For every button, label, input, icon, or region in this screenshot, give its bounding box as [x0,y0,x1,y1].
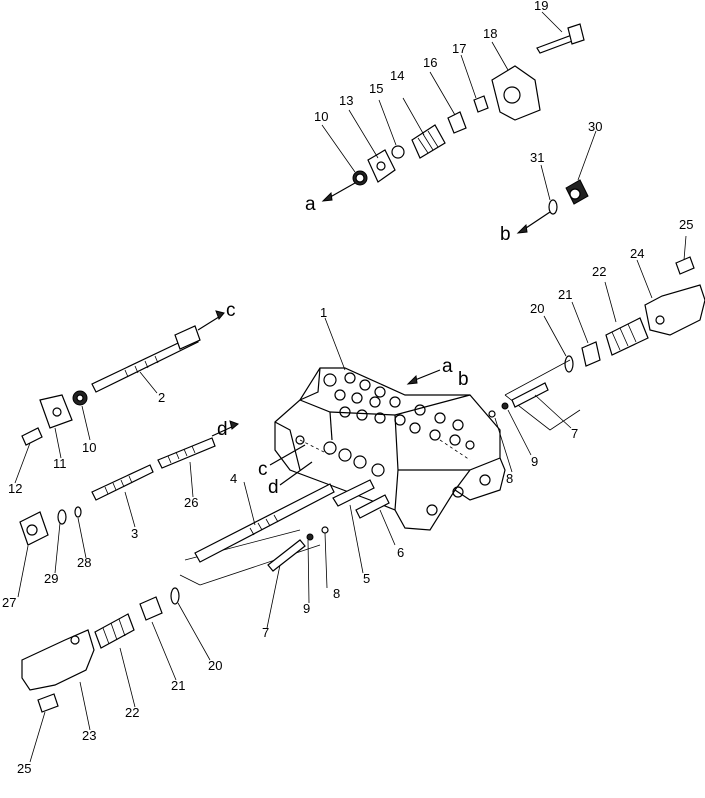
leader-lines [14,11,687,763]
callout-labels: 1 2 3 4 5 6 7 7 8 8 9 9 10 10 11 12 13 1… [2,0,693,776]
callout-7-upper: 7 [571,426,578,441]
letter-d-spool: d [217,419,228,440]
washer-9-upper [501,402,509,410]
callout-17: 17 [452,41,466,56]
callout-23: 23 [82,728,96,743]
callout-24: 24 [630,246,644,261]
letter-a-upper: a [305,194,316,215]
callout-1: 1 [320,305,327,320]
callout-10-left: 10 [82,440,96,455]
callout-6: 6 [397,545,404,560]
left-plate-group [21,390,88,446]
callout-22-lower: 22 [125,705,139,720]
callout-25-lower: 25 [17,761,31,776]
callout-27: 27 [2,595,16,610]
spool-4 [194,483,335,563]
spring-26 [157,437,216,469]
callout-29: 29 [44,571,58,586]
callout-9-lower: 9 [303,601,310,616]
letter-a-body: a [442,356,453,377]
right-cap-group [564,256,705,373]
callout-19: 19 [534,0,548,13]
callout-3: 3 [131,526,138,541]
callout-4: 4 [230,471,237,486]
letter-c-body: c [258,459,268,480]
spool-outline-right [504,359,581,431]
letter-b-body: b [458,369,469,390]
callout-18: 18 [483,26,497,41]
plug-30-group [548,179,589,215]
callout-31: 31 [530,150,544,165]
callout-30: 30 [588,119,602,134]
spool-5 [332,479,375,507]
callout-10-upper: 10 [314,109,328,124]
letter-d-body: d [268,477,279,498]
callout-11: 11 [53,456,67,471]
spool-6 [355,494,390,519]
pilot-group [352,23,585,186]
spool-3 [91,464,154,501]
left-cap-group [21,587,180,713]
flow-arrows [197,182,551,486]
ring-8-upper [488,410,496,418]
letter-b-upper: b [500,224,511,245]
callout-15: 15 [369,81,383,96]
callout-28: 28 [77,555,91,570]
callout-22-upper: 22 [592,264,606,279]
letter-c-spool: c [226,300,236,321]
callout-12: 12 [8,481,22,496]
callout-8-lower: 8 [333,586,340,601]
callout-5: 5 [363,571,370,586]
arrow-letters: a a b b c c d d [217,194,511,498]
callout-26: 26 [184,495,198,510]
callout-20-lower: 20 [208,658,222,673]
callout-7-lower: 7 [262,625,269,640]
callout-8-upper: 8 [506,471,513,486]
plug-27-group [19,506,82,546]
callout-9-upper: 9 [531,454,538,469]
callout-25-upper: 25 [679,217,693,232]
callout-14: 14 [390,68,404,83]
callout-21-lower: 21 [171,678,185,693]
washer-9-lower [306,533,314,541]
callout-2: 2 [158,390,165,405]
callout-16: 16 [423,55,437,70]
valve-body [274,367,506,531]
spool-2 [91,325,201,393]
callout-20-upper: 20 [530,301,544,316]
ring-8-lower [321,526,329,534]
valve-7-upper [511,382,549,408]
callout-21-upper: 21 [558,287,572,302]
callout-13: 13 [339,93,353,108]
valve-7-lower [267,539,306,572]
